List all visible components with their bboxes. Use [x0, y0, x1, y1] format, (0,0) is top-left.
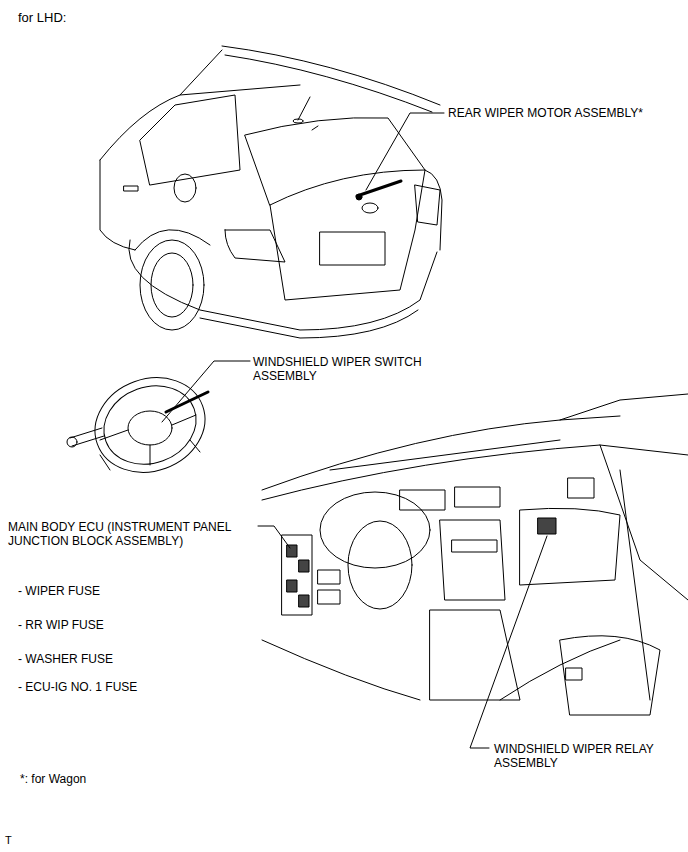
part-label: MAIN BODY ECU (INSTRUMENT PANEL JUNCTION… [8, 520, 248, 549]
fuse-label: - WIPER FUSE [18, 584, 100, 598]
figure-code: T [5, 834, 12, 847]
fuse-label: - ECU-IG NO. 1 FUSE [18, 680, 137, 694]
steering-wheel-illustration [67, 363, 218, 488]
fuse-label: - RR WIP FUSE [18, 618, 104, 632]
note-text: for LHD: [18, 10, 66, 26]
dashboard-illustration [262, 394, 688, 715]
part-label: WINDSHIELD WIPER RELAY ASSEMBLY [494, 742, 674, 771]
footnote: *: for Wagon [20, 772, 86, 786]
car-illustration [100, 46, 442, 338]
part-label: REAR WIPER MOTOR ASSEMBLY* [448, 106, 643, 120]
leader-lines [162, 113, 547, 748]
fuse-label: - WASHER FUSE [18, 652, 113, 666]
part-label: WINDSHIELD WIPER SWITCH ASSEMBLY [253, 355, 443, 384]
